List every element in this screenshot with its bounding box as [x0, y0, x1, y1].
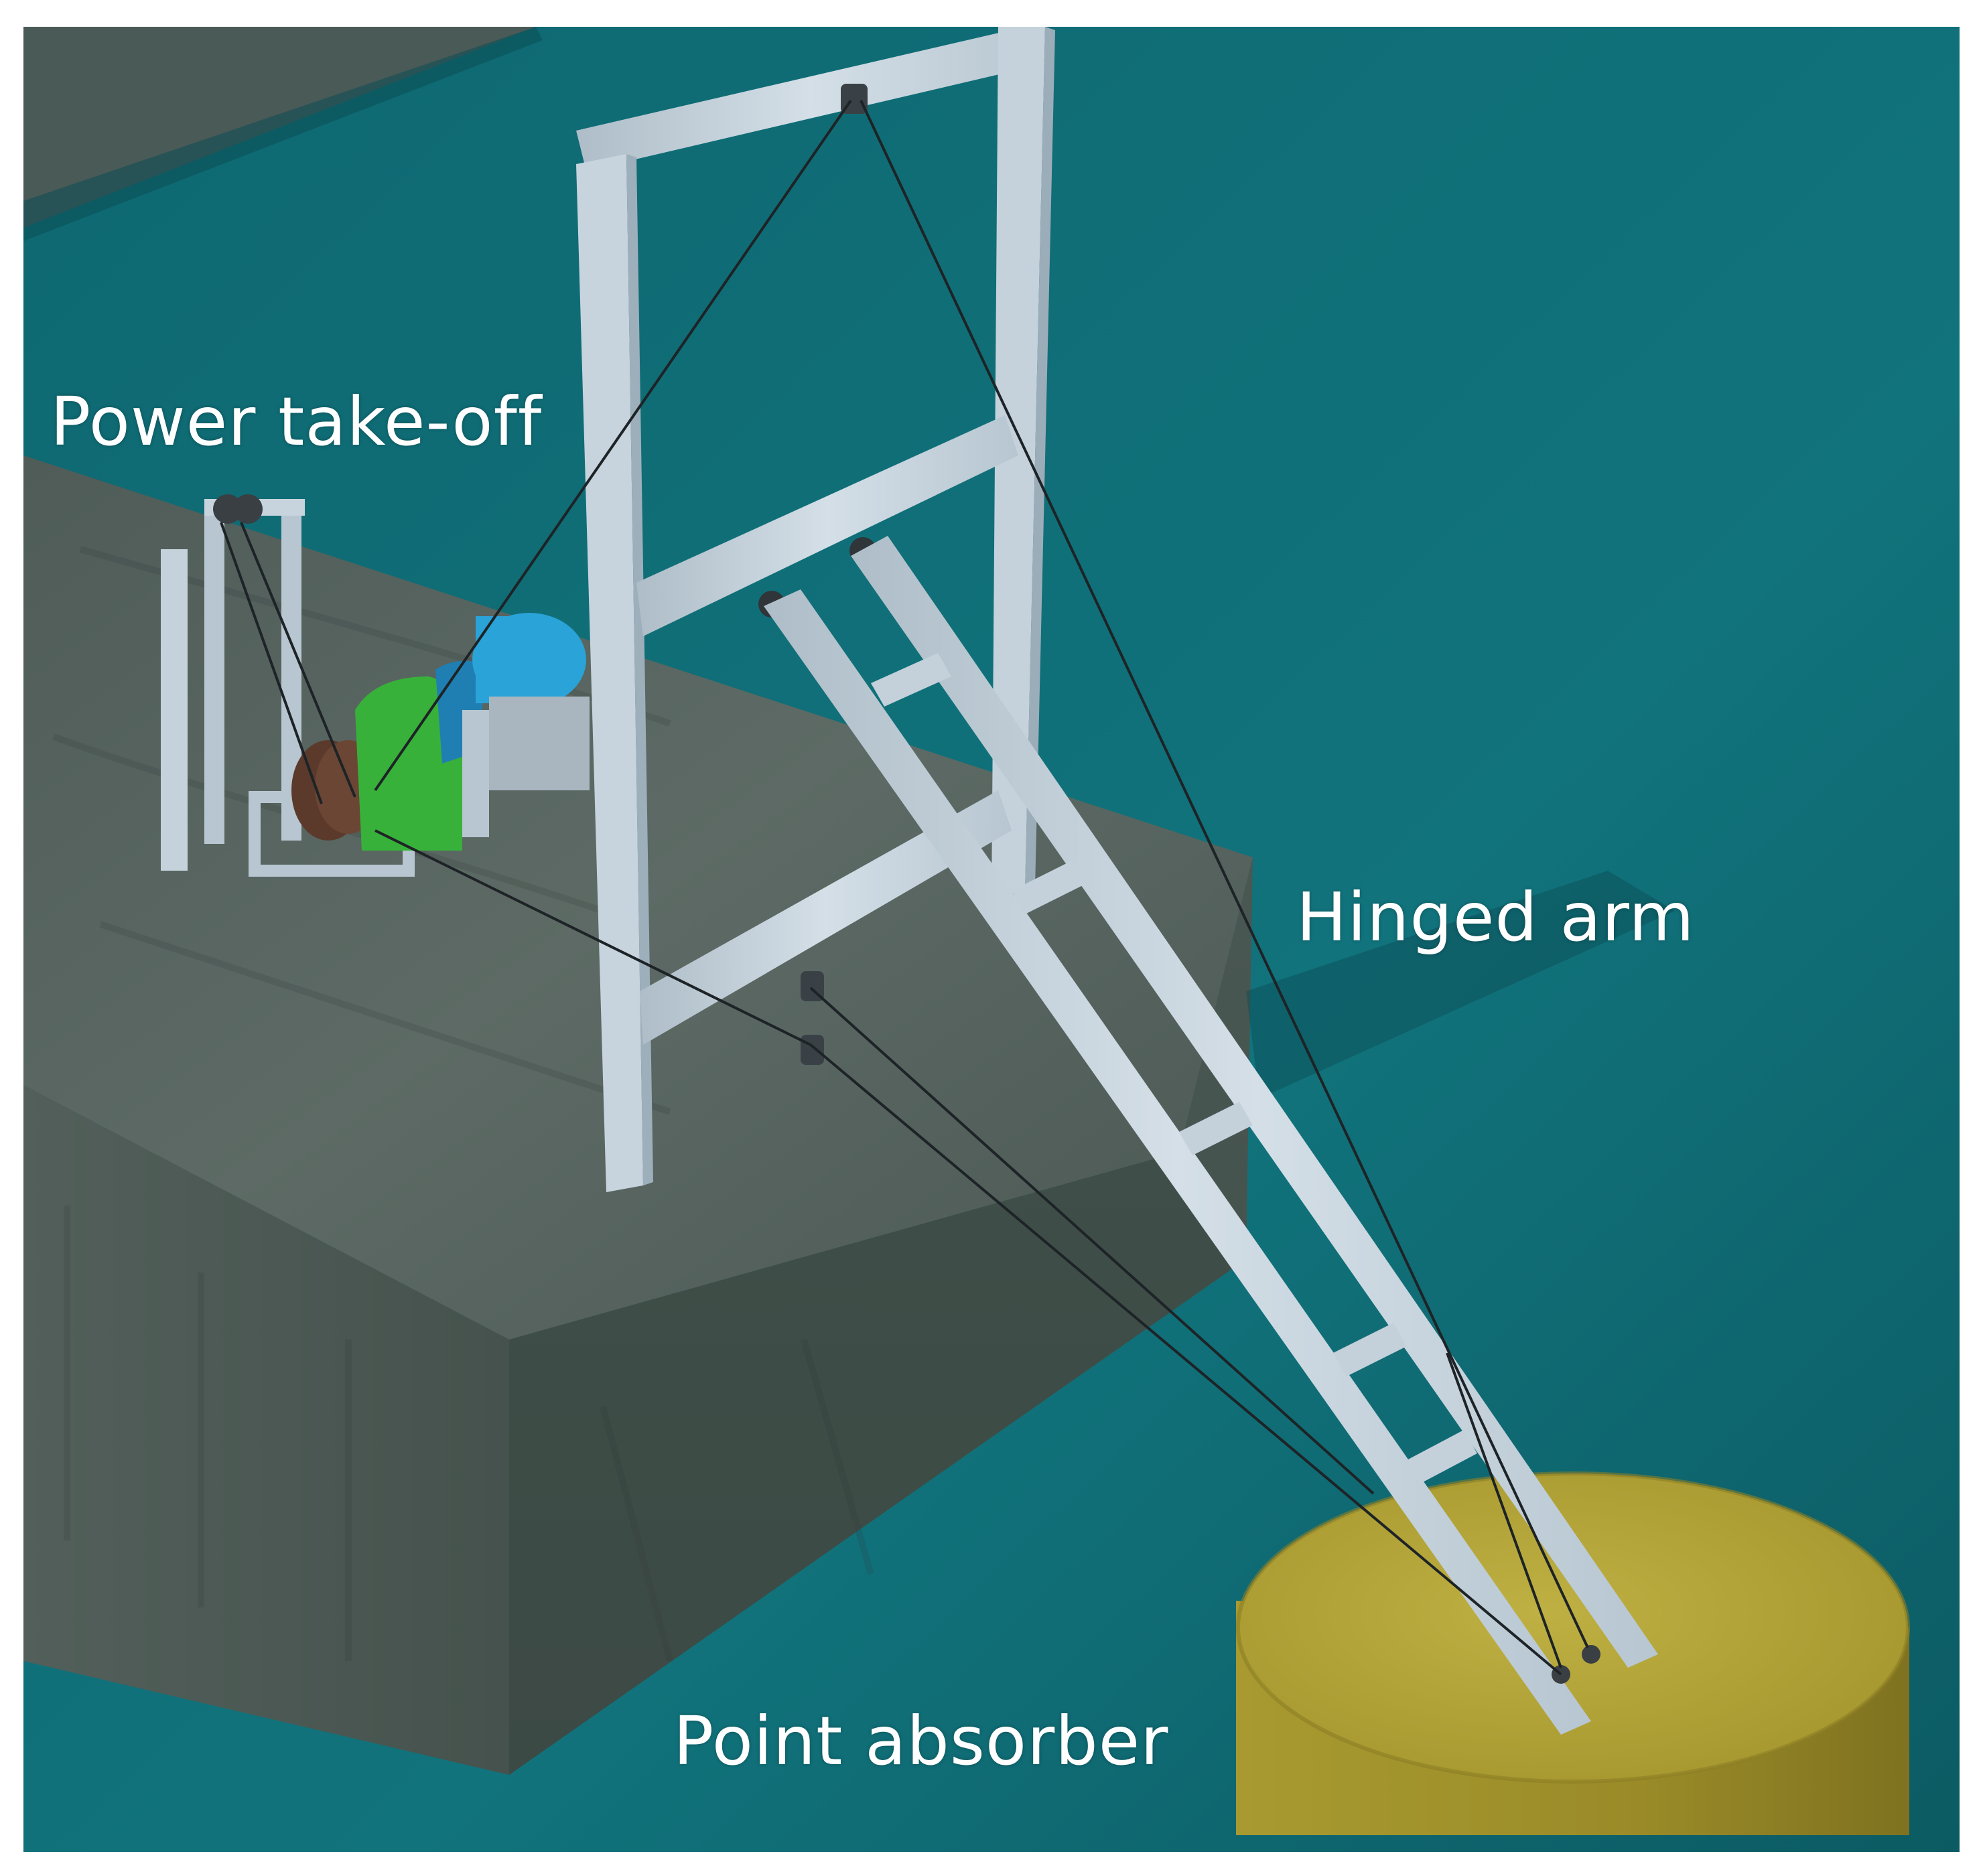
power-take-off-unit	[161, 494, 590, 877]
hinged-arm	[764, 536, 1658, 1735]
portal-frame	[576, 27, 1055, 1192]
hinged-arm-label: Hinged arm	[1296, 878, 1695, 956]
point-absorber-label: Point absorber	[673, 1702, 1169, 1780]
pier-front-face	[23, 1085, 509, 1775]
point-absorber-buoy	[1236, 1471, 1910, 1835]
cables	[220, 99, 1589, 1676]
power-take-off-label: Power take-off	[50, 382, 543, 461]
